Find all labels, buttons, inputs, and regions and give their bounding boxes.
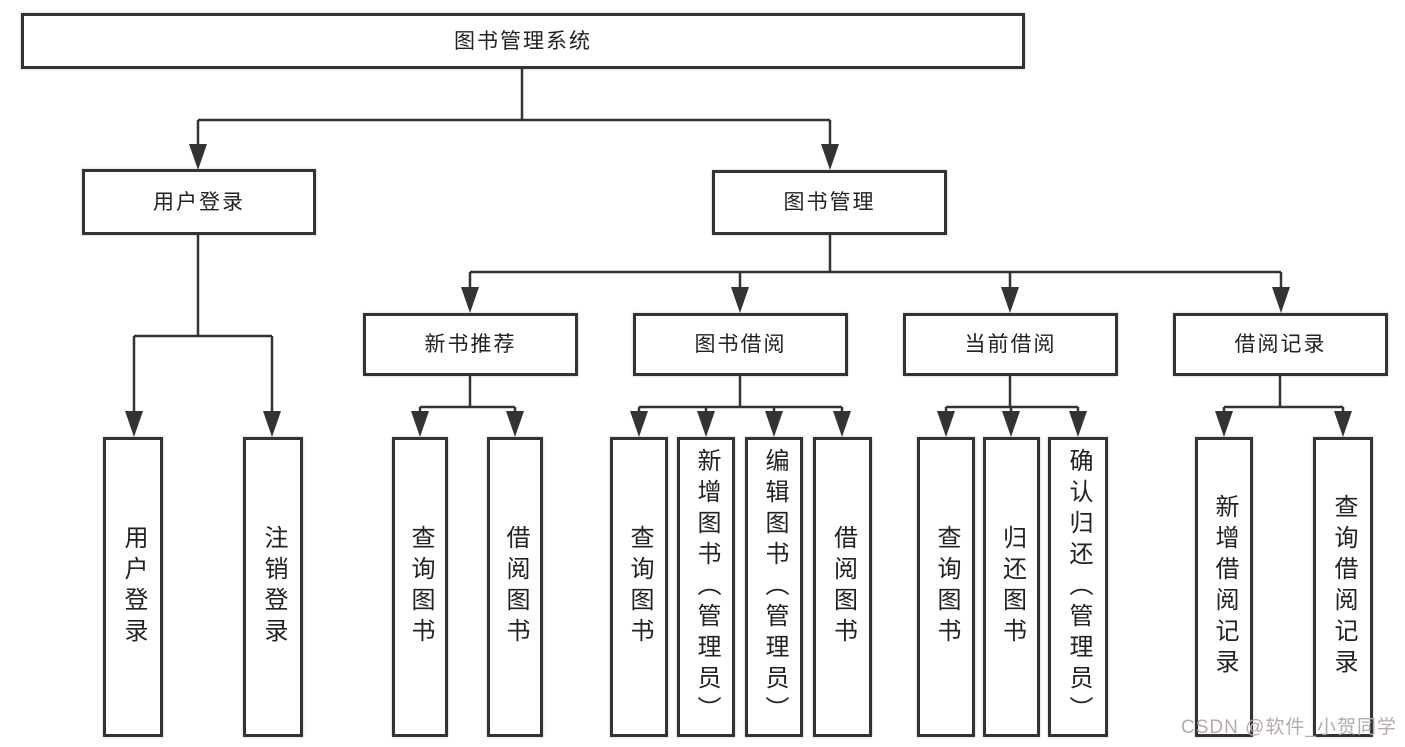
node-user-login: 用户登录 (82, 169, 316, 235)
leaf-confirm-return-admin: 确认归还（管理员） (1048, 437, 1108, 737)
leaf-user-login-label: 用户登录 (120, 525, 147, 649)
leaf-edit-books-admin-label: 编辑图书（管理员） (761, 447, 788, 727)
node-user-login-label: 用户登录 (153, 190, 245, 214)
leaf-confirm-return-admin-label: 确认归还（管理员） (1065, 447, 1092, 727)
leaf-borrow-books-label: 借阅图书 (829, 525, 857, 649)
leaf-query-books-recommend: 查询图书 (392, 437, 448, 737)
node-borrowing-records-label: 借阅记录 (1234, 333, 1327, 356)
leaf-add-borrow-record-label: 新增借阅记录 (1211, 494, 1238, 680)
leaf-add-borrow-record: 新增借阅记录 (1195, 437, 1253, 737)
leaf-query-books-borrowing: 查询图书 (610, 437, 668, 737)
leaf-query-books-borrowing-label: 查询图书 (626, 525, 653, 649)
node-new-book-recommend: 新书推荐 (363, 313, 578, 376)
leaf-edit-books-admin: 编辑图书（管理员） (745, 437, 803, 737)
node-borrowing-records: 借阅记录 (1173, 313, 1388, 376)
node-root: 图书管理系统 (21, 13, 1025, 69)
csdn-watermark: CSDN @软件_小贺同学 (1181, 717, 1397, 738)
leaf-user-login: 用户登录 (103, 437, 163, 737)
node-current-borrowing: 当前借阅 (903, 313, 1118, 376)
node-book-management-label: 图书管理 (783, 191, 876, 214)
leaf-borrow-books-recommend-label: 借阅图书 (502, 525, 529, 649)
node-root-label: 图书管理系统 (454, 29, 592, 53)
node-new-book-recommend-label: 新书推荐 (424, 333, 517, 356)
node-book-borrowing: 图书借阅 (633, 313, 848, 376)
leaf-return-books: 归还图书 (983, 437, 1040, 737)
node-book-borrowing-label: 图书借阅 (694, 333, 787, 356)
node-current-borrowing-label: 当前借阅 (964, 333, 1057, 356)
leaf-query-books-current-label: 查询图书 (933, 525, 960, 649)
leaf-add-books-admin: 新增图书（管理员） (677, 437, 735, 737)
leaf-query-books-current: 查询图书 (917, 437, 975, 737)
leaf-query-books-recommend-label: 查询图书 (407, 525, 434, 649)
leaf-borrow-books-recommend: 借阅图书 (487, 437, 543, 737)
leaf-borrow-books: 借阅图书 (813, 437, 872, 737)
leaf-return-books-label: 归还图书 (998, 525, 1026, 649)
leaf-query-borrow-record: 查询借阅记录 (1313, 437, 1373, 737)
leaf-query-borrow-record-label: 查询借阅记录 (1330, 494, 1357, 680)
leaf-logout: 注销登录 (243, 437, 303, 737)
leaf-logout-label: 注销登录 (260, 525, 287, 649)
leaf-add-books-admin-label: 新增图书（管理员） (693, 447, 720, 727)
node-book-management: 图书管理 (712, 170, 947, 235)
